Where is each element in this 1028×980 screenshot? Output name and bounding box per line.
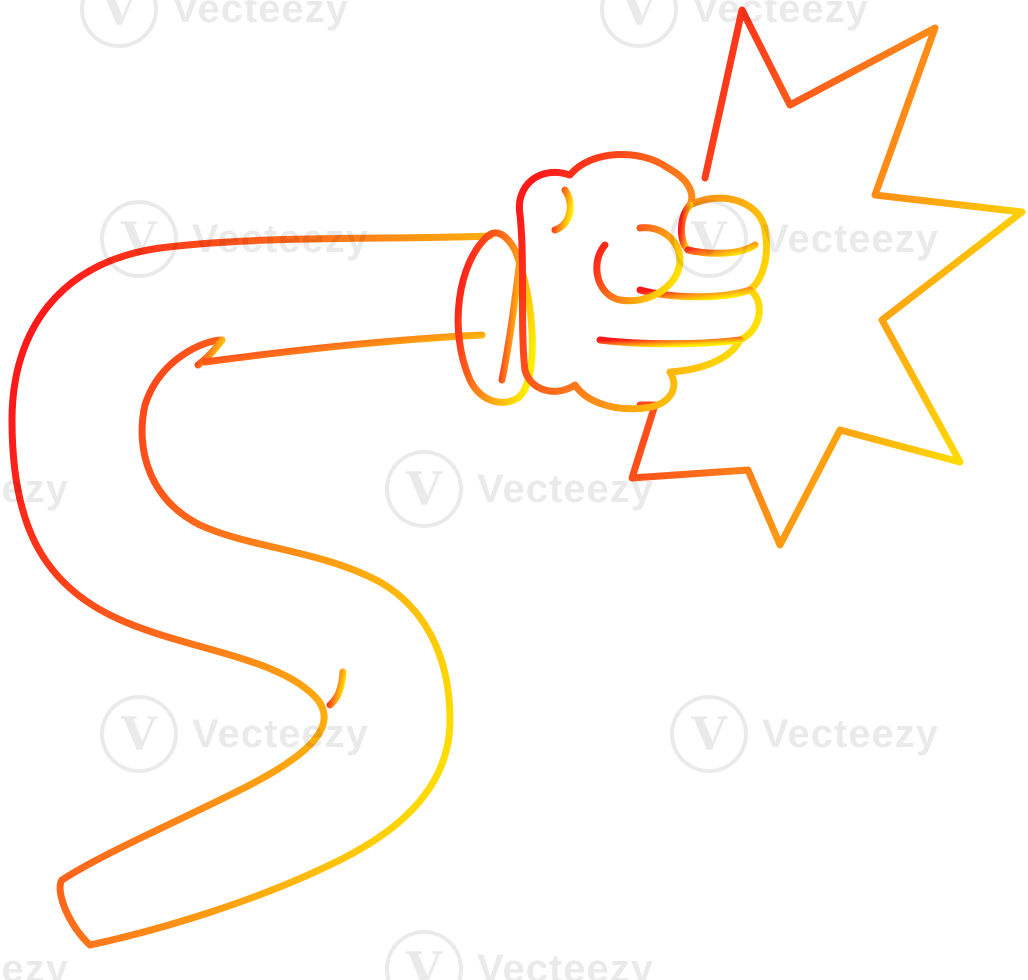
arm-inner-contour — [201, 331, 486, 366]
fist-knuckle-line-2 — [678, 201, 694, 254]
impact-burst — [628, 6, 1026, 549]
fist-finger-line-2 — [636, 286, 754, 301]
arm-elbow-notch — [194, 336, 226, 369]
sleeve-cuff — [454, 229, 536, 406]
fist-knuckle-line-1 — [551, 186, 574, 234]
sleeve-cuff-inner-line — [498, 256, 524, 384]
fist-thumb — [593, 224, 684, 305]
arm-outer-contour — [8, 232, 494, 949]
arm-lower-notch — [326, 668, 347, 709]
fist-finger-line-3 — [596, 336, 744, 348]
fist-finger-line-1 — [684, 241, 759, 257]
fist-outline — [515, 150, 771, 413]
